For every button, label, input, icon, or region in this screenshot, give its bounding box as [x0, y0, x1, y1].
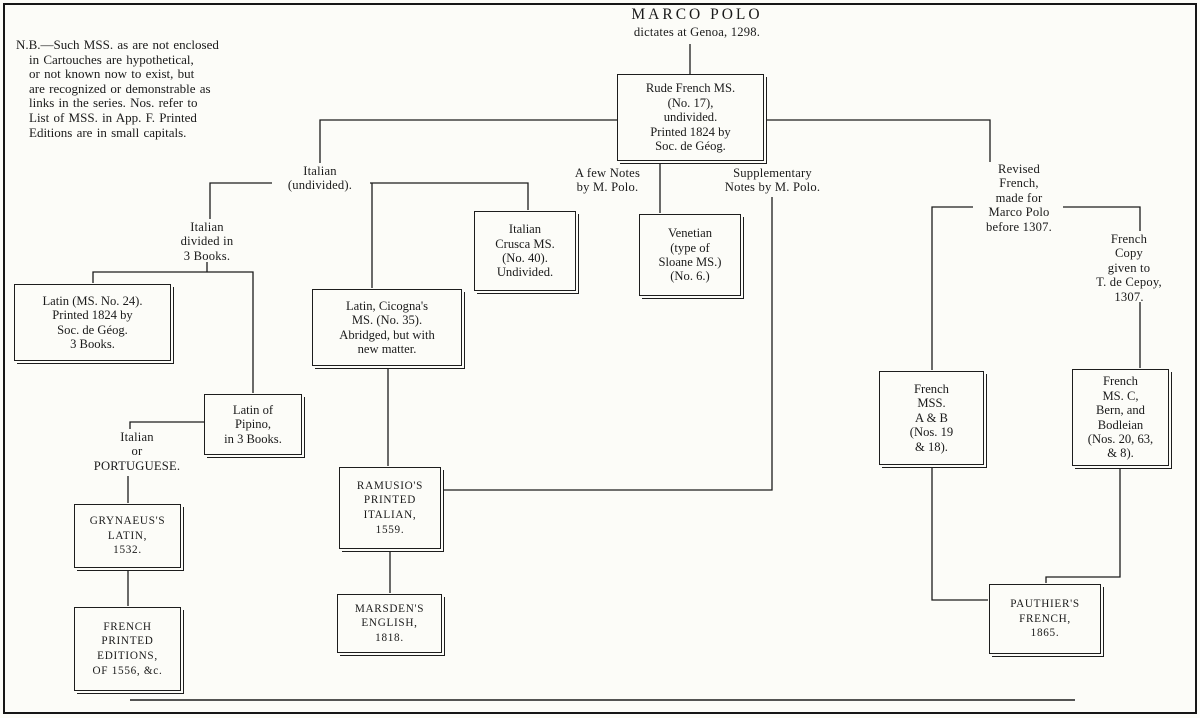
node-rude-french-ms: Rude French MS.(No. 17),undivided.Printe…	[617, 74, 764, 161]
line-ms-c-to-pauthier	[1045, 466, 1121, 583]
line-italian-undivided-to-italian-divided	[209, 182, 272, 219]
line-supplementary-notes-to-ramusio	[441, 197, 773, 491]
line-revised-to-french-mss-ab	[931, 206, 973, 370]
line-italian-divided-branches	[92, 262, 254, 393]
line-italian-undivided-to-crusca	[370, 182, 529, 210]
line-revised-to-french-copy	[1063, 206, 1141, 231]
line-rudefrench-to-italian-undivided	[319, 119, 617, 163]
line-rudefrench-to-revised-french	[764, 119, 991, 162]
node-italian-undivided: Italian(undivided).	[287, 164, 353, 193]
line-pipino-to-italian-portuguese	[129, 421, 204, 429]
line-mss-ab-to-pauthier	[931, 465, 988, 601]
